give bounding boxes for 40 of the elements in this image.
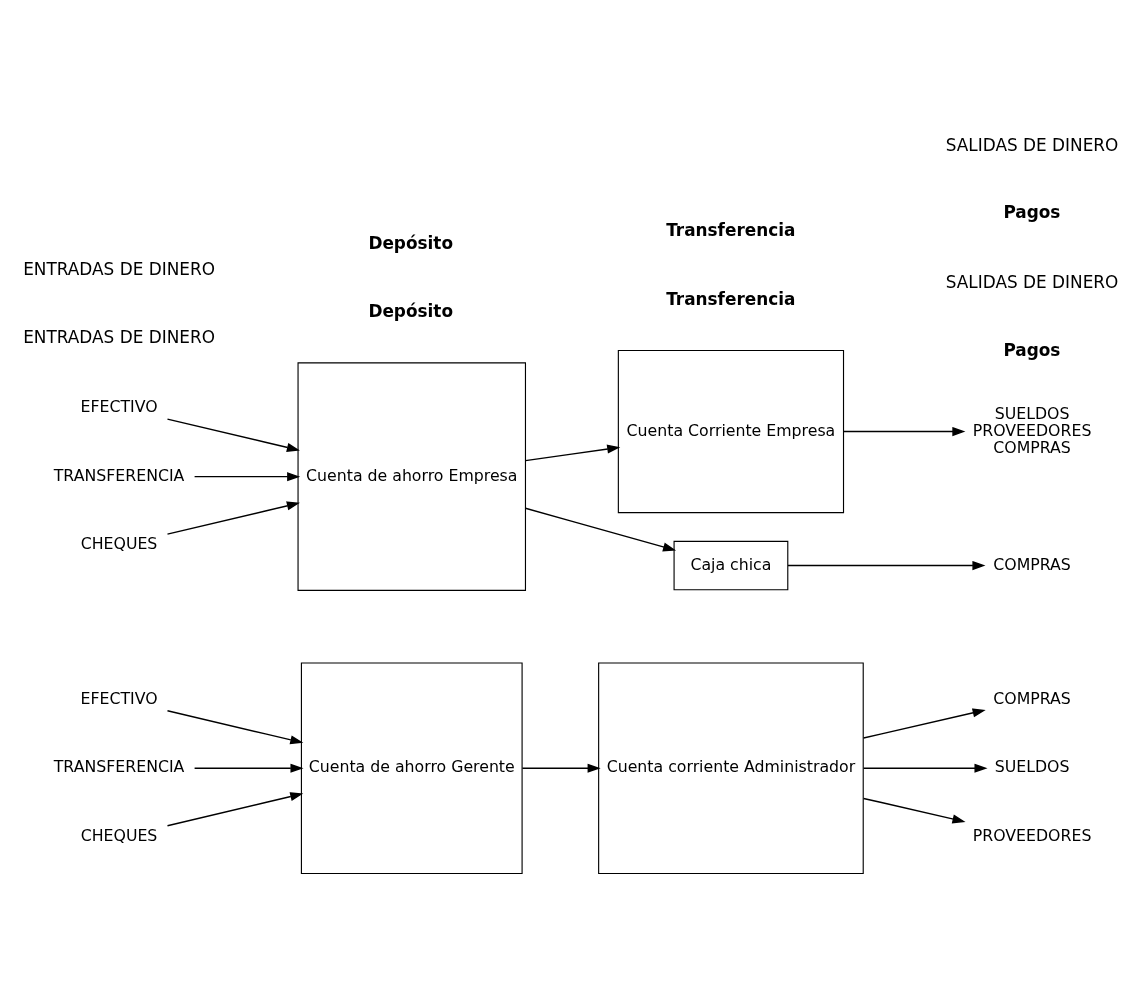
label: SALIDAS DE DINERO bbox=[945, 271, 1119, 292]
node-text: TRANSFERENCIA bbox=[53, 756, 185, 776]
arrow bbox=[524, 444, 621, 461]
label: ENTRADAS DE DINERO bbox=[23, 258, 215, 279]
arrow bbox=[166, 417, 300, 452]
label: Transferencia bbox=[666, 219, 796, 240]
node-text: CHEQUES bbox=[80, 533, 158, 553]
arrow bbox=[193, 763, 304, 773]
node-text: COMPRAS bbox=[993, 688, 1071, 708]
node-text: COMPRAS bbox=[993, 554, 1071, 574]
arrow bbox=[862, 707, 986, 739]
node-box: Cuenta de ahorro Empresa bbox=[297, 361, 527, 591]
label: SALIDAS DE DINERO bbox=[945, 134, 1119, 155]
arrow bbox=[524, 507, 677, 551]
label: Pagos bbox=[1003, 201, 1061, 222]
arrow bbox=[862, 797, 966, 823]
node-box: Cuenta corriente Administrador bbox=[598, 661, 864, 874]
arrow bbox=[787, 560, 986, 570]
node-text: EFECTIVO bbox=[80, 396, 158, 416]
node-box: Cuenta Corriente Empresa bbox=[617, 349, 845, 513]
arrow bbox=[166, 500, 300, 535]
arrow bbox=[521, 763, 601, 773]
node-text: CHEQUES bbox=[80, 825, 158, 845]
node-box: Cuenta de ahorro Gerente bbox=[300, 661, 523, 874]
node-text: TRANSFERENCIA bbox=[53, 465, 185, 485]
arrow bbox=[166, 791, 304, 826]
node-text: SUELDOS PROVEEDORES COMPRAS bbox=[972, 403, 1092, 457]
node-text: SUELDOS bbox=[994, 756, 1070, 776]
node-box: Caja chica bbox=[673, 540, 789, 590]
label: Transferencia bbox=[666, 288, 796, 309]
label: Depósito bbox=[368, 232, 454, 253]
arrow bbox=[862, 763, 988, 773]
arrow bbox=[193, 471, 301, 481]
node-text: PROVEEDORES bbox=[972, 825, 1092, 845]
arrow bbox=[166, 709, 304, 744]
node-text: EFECTIVO bbox=[80, 688, 158, 708]
arrow bbox=[843, 426, 966, 436]
label: ENTRADAS DE DINERO bbox=[23, 326, 215, 347]
label: Pagos bbox=[1003, 339, 1061, 360]
label: Depósito bbox=[368, 300, 454, 321]
